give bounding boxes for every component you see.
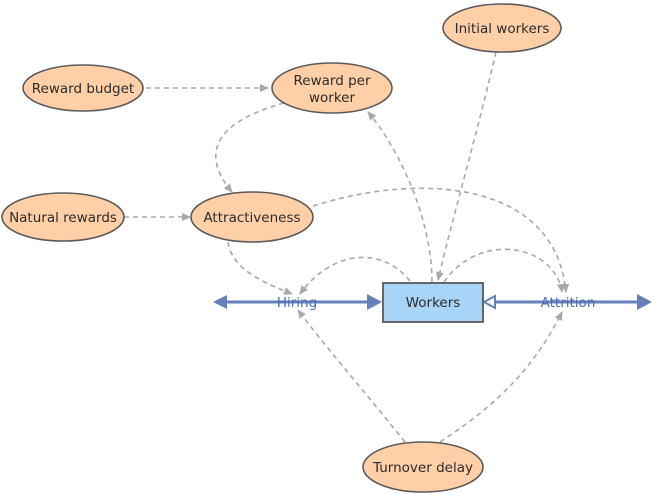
variable-reward-budget[interactable]: Reward budget [22,64,144,112]
variable-reward-budget-shape[interactable] [22,64,144,112]
link-attractiveness-to-hiring [227,241,293,295]
link-workers-to-attrition [443,248,565,293]
variable-turnover-delay[interactable]: Turnover delay [362,441,484,493]
variable-natural-rewards-shape[interactable] [1,192,125,242]
link-reward-per-worker-to-attractiveness [214,102,285,193]
link-attractiveness-to-attrition [312,187,570,293]
flow-pipes [213,294,652,310]
variable-reward-per-worker[interactable]: Reward per worker [271,62,393,114]
variable-reward-per-worker-shape[interactable] [271,62,393,114]
stock-workers[interactable]: Workers [382,282,484,323]
hiring-inflow-arrowhead [367,294,382,310]
link-workers-to-hiring [299,256,411,295]
link-turnover-delay-to-hiring [297,309,406,443]
variable-initial-workers-shape[interactable] [442,3,562,53]
variable-attractiveness[interactable]: Attractiveness [190,191,314,243]
variable-turnover-delay-shape[interactable] [362,441,484,493]
variable-reward-per-worker-label-line2: worker [309,90,355,106]
variable-natural-rewards-label: Natural rewards [9,210,117,226]
attrition-outflow-arrowhead [637,294,652,310]
variable-turnover-delay-label: Turnover delay [372,460,473,476]
link-initial-workers-to-workers [435,51,497,281]
flow-label-attrition: Attrition [541,295,596,311]
variable-reward-budget-label: Reward budget [32,81,134,97]
stock-workers-box[interactable] [382,282,484,323]
variable-initial-workers-label: Initial workers [455,21,550,37]
link-turnover-delay-to-attrition [439,311,563,443]
variable-reward-per-worker-label-line1: Reward per [294,73,371,89]
hiring-source-arrowhead [213,295,227,309]
causal-links [124,51,570,443]
variable-natural-rewards[interactable]: Natural rewards [1,192,125,242]
flow-label-hiring: Hiring [277,295,317,311]
variable-initial-workers[interactable]: Initial workers [442,3,562,53]
variable-attractiveness-label: Attractiveness [203,210,300,226]
variable-attractiveness-shape[interactable] [190,191,314,243]
stock-workers-label: Workers [406,295,461,311]
attrition-start-cap [481,294,496,310]
link-workers-to-reward-per-worker [367,111,433,283]
